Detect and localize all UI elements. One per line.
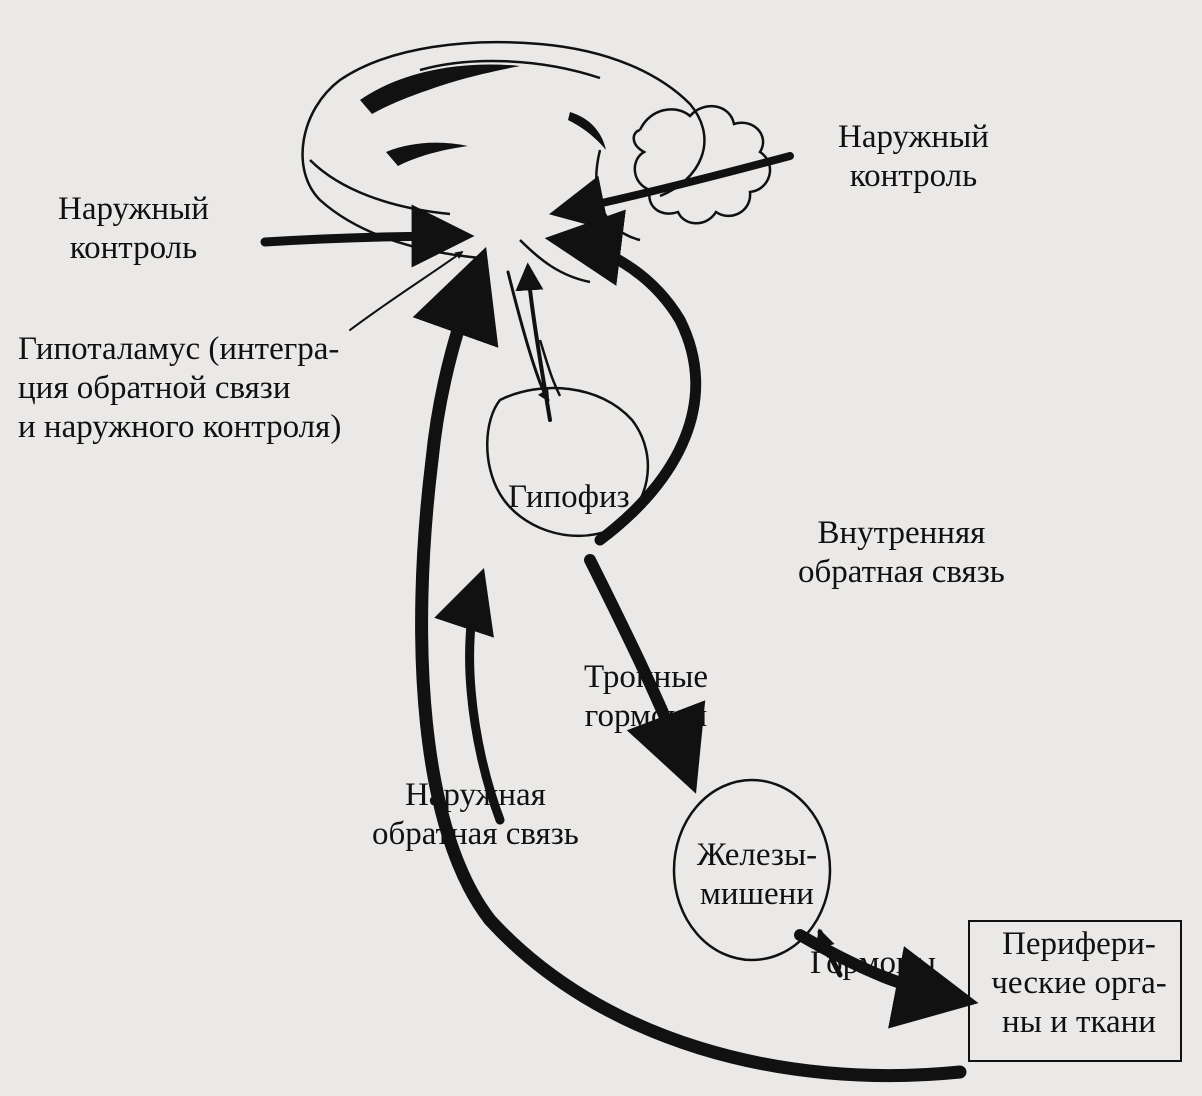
arrow-external-feedback <box>412 246 967 1083</box>
arrow-hormones-back <box>815 928 843 978</box>
label-target-glands: Железы- мишени <box>696 837 818 912</box>
arrow-target-feedback <box>434 568 505 825</box>
arrow-tropic-hormones <box>584 554 706 794</box>
peripheral-organs-box <box>968 920 1182 1062</box>
arrow-external-control-left <box>260 204 475 268</box>
brain-outline <box>301 40 772 284</box>
arrow-hypothalamus-to-pituitary <box>506 270 550 403</box>
label-tropic-hormones: Тропные гормоны <box>584 659 709 734</box>
label-internal-feedback: Внутренняя обратная связь <box>798 515 1005 590</box>
label-external-feedback: Наружная обратная связь <box>372 777 579 852</box>
arrows <box>260 152 979 1083</box>
label-peripheral-organs: Перифери- ческие орга- ны и ткани <box>991 926 1167 1040</box>
target-glands-ellipse <box>672 778 832 962</box>
label-external-control-left: Наружный контроль <box>58 191 209 266</box>
label-hypophysis: Гипофиз <box>508 479 630 515</box>
label-external-control-right: Наружный контроль <box>838 119 989 194</box>
label-hypothalamus: Гипоталамус (интегра- ция обратной связи… <box>18 331 342 445</box>
arrow-internal-feedback <box>544 209 702 546</box>
label-hormones: Гормоны <box>810 945 936 981</box>
arrow-external-control-right <box>549 152 794 231</box>
brain-sulci <box>360 64 606 166</box>
arrow-hypothalamus-integration <box>349 251 464 331</box>
